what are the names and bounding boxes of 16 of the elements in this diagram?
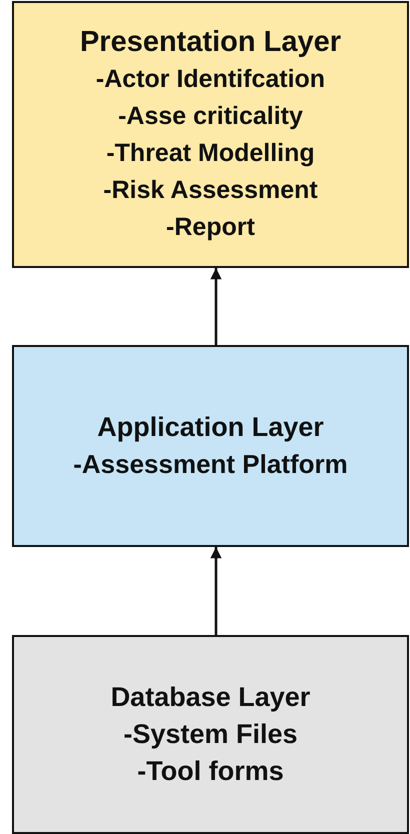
layer-box	[12, 345, 409, 547]
layer-box	[12, 635, 409, 834]
layer-box	[12, 1, 409, 268]
arrow	[210, 547, 222, 635]
layer-item: -Assessment Platform	[73, 448, 348, 481]
layer-item: -Tool forms	[137, 755, 284, 788]
arrow	[210, 268, 222, 345]
layer-title: Application Layer	[97, 411, 324, 444]
layer-item: -Asse criticality	[118, 100, 303, 132]
layer-title: Database Layer	[110, 681, 310, 714]
layer-item: -Threat Modelling	[106, 138, 315, 168]
layer-item: -Actor Identifcation	[96, 64, 326, 94]
layer-item: -System Files	[123, 718, 298, 751]
layer-item: -Risk Assessment	[103, 174, 318, 206]
layer-title: Presentation Layer	[80, 24, 342, 60]
layer-item: -Report	[166, 212, 255, 242]
